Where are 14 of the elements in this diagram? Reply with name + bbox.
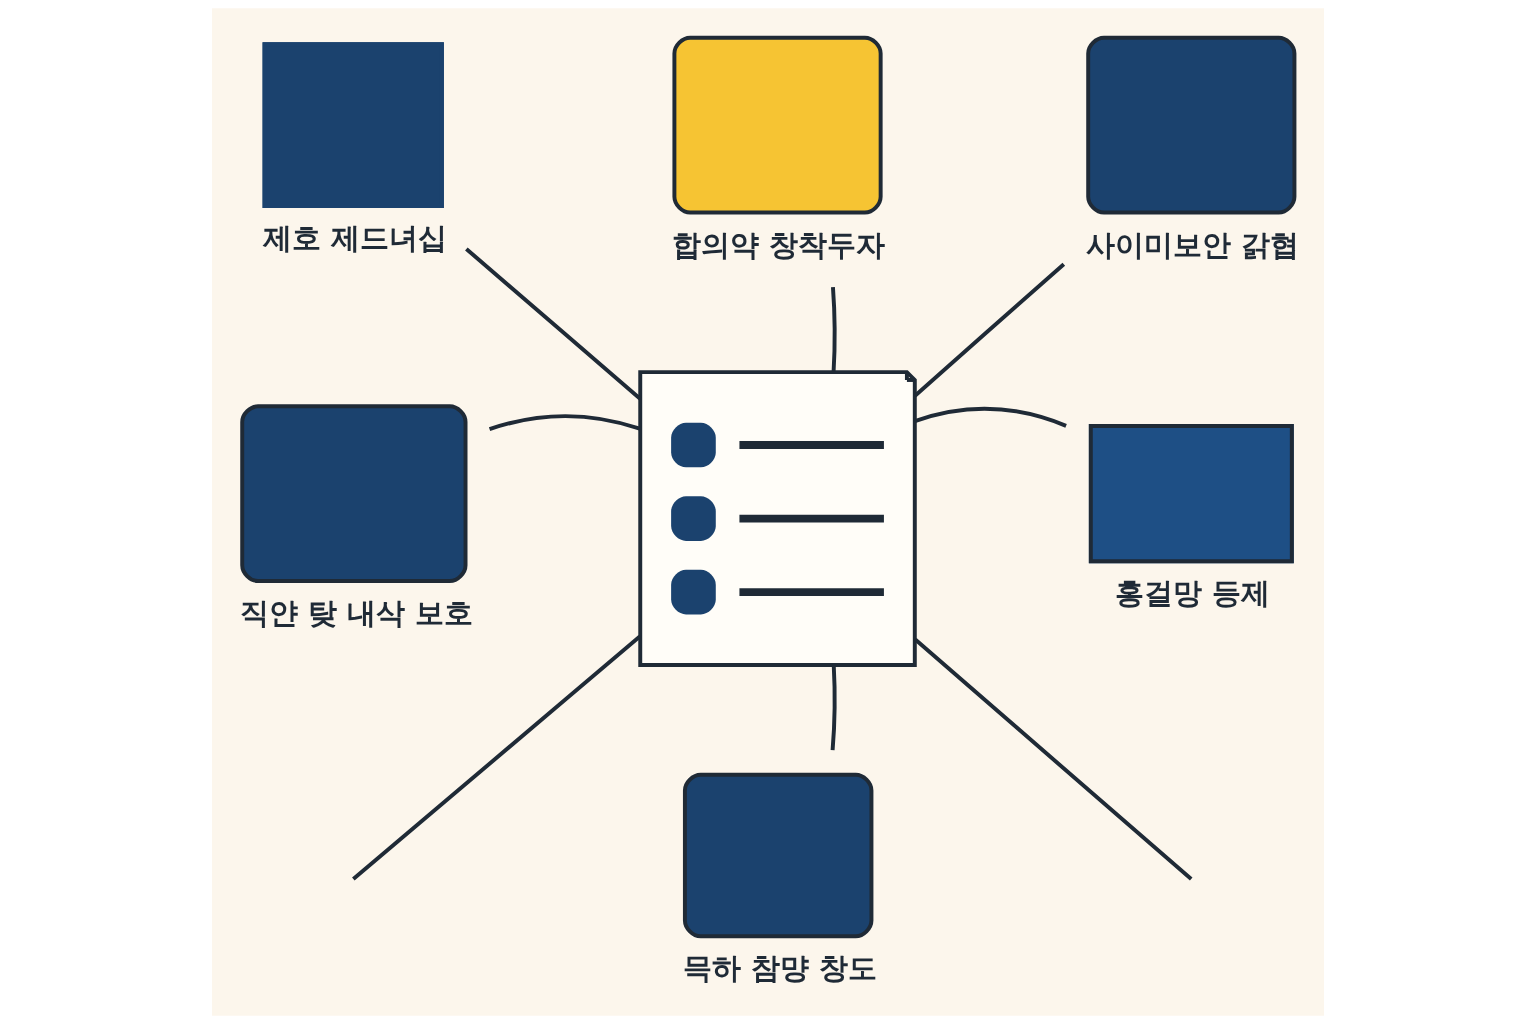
node-label: 사이미보안 갉협 (1086, 227, 1300, 262)
connector (913, 262, 1066, 398)
connector (465, 247, 642, 401)
node-label: 직얀 탖 내삭 보호 (240, 596, 474, 631)
connector (352, 635, 642, 881)
connector (830, 665, 837, 751)
node-label: 제호 제드녀십 (262, 221, 447, 256)
connector (914, 638, 1193, 881)
node-label: 믁하 참먕 창도 (682, 951, 878, 986)
connector (488, 414, 641, 432)
connector (914, 406, 1067, 428)
node-label: 합의약 창착두자 (672, 227, 886, 262)
node-label: 홍걸망 등제 (1115, 576, 1271, 611)
connector (831, 287, 837, 373)
